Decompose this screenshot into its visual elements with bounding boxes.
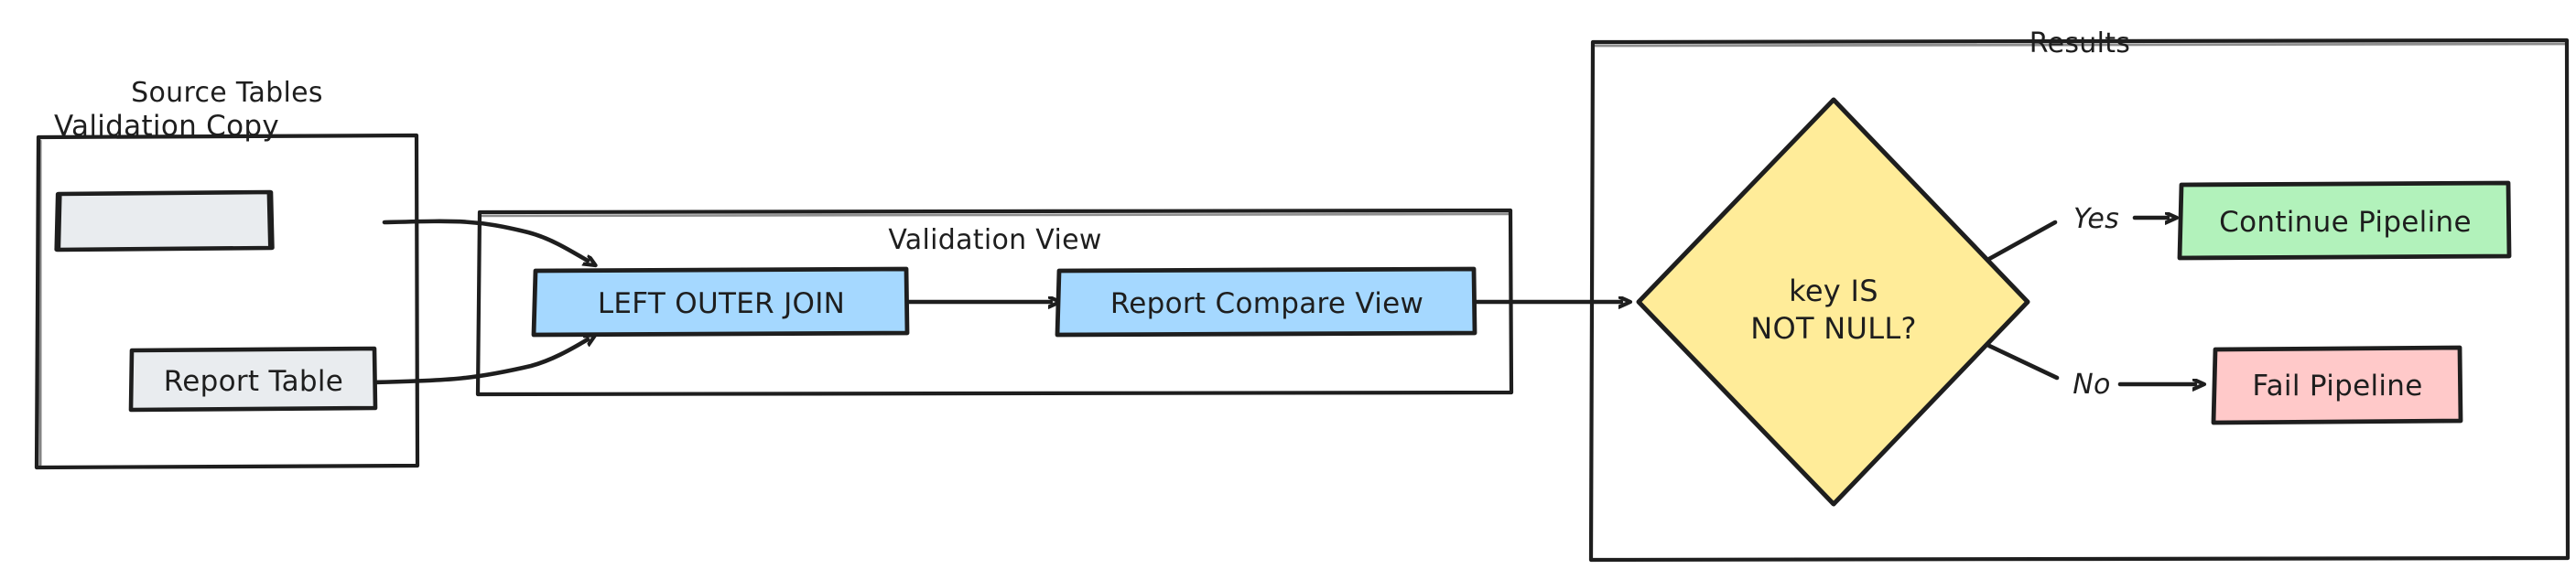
group-validation-view [475, 208, 1514, 397]
fail-pipeline-shape [2211, 345, 2463, 425]
edge-decision-to-fail-pipeline [1986, 343, 2195, 384]
group-results [1588, 38, 2571, 563]
left-outer-join-shape [531, 266, 910, 338]
edge-e1-path [382, 219, 588, 261]
results-border-jitter [1594, 42, 2567, 48]
source-tables-border [34, 133, 420, 470]
edge-e6-path-a [1986, 343, 2060, 381]
edge-report-table-to-join [368, 339, 588, 385]
validation-copy-shape [54, 189, 275, 252]
edge-e5-path-a [1986, 220, 2058, 262]
edge-validation-copy-to-join [382, 219, 588, 261]
report-compare-view-shape [1055, 266, 1477, 338]
node-validation-copy[interactable] [54, 189, 275, 252]
node-key-is-not-null[interactable] [1636, 97, 2030, 507]
report-table-shape [128, 346, 378, 413]
edge-decision-to-continue-pipeline [1986, 218, 2168, 262]
results-border [1588, 38, 2571, 563]
group-source-tables [34, 133, 420, 470]
validation-view-border-jitter [481, 212, 1510, 218]
node-report-table[interactable] [128, 346, 378, 413]
validation-view-border [475, 208, 1514, 397]
edge-e2-path [368, 339, 588, 385]
node-report-compare-view[interactable] [1055, 266, 1477, 338]
node-left-outer-join[interactable] [531, 266, 910, 338]
continue-pipeline-shape [2177, 180, 2512, 261]
node-fail-pipeline[interactable] [2211, 345, 2463, 425]
key-is-not-null-shape [1636, 97, 2030, 507]
node-continue-pipeline[interactable] [2177, 180, 2512, 261]
